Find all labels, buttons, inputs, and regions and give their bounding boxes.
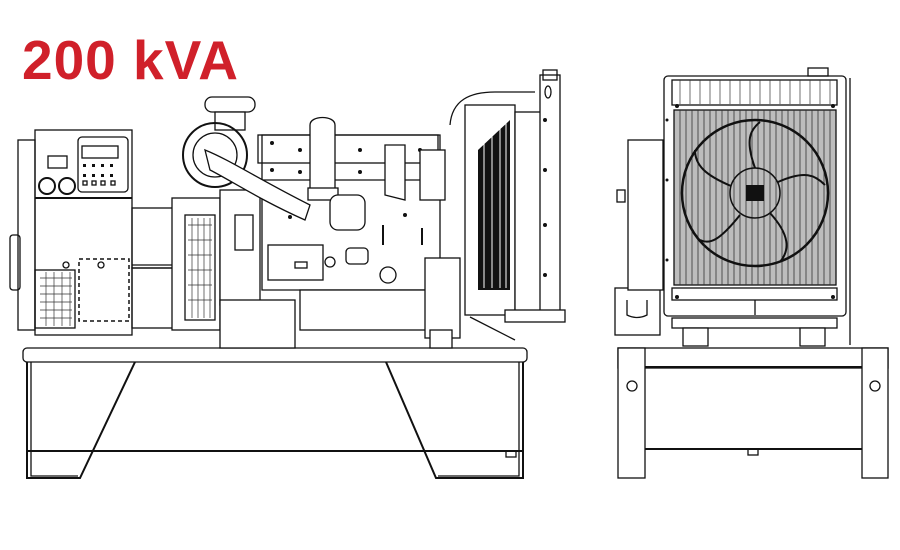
power-rating-title: 200 kVA xyxy=(22,29,239,91)
alternator-coupling xyxy=(131,197,221,331)
side-bracket xyxy=(9,139,36,331)
air-filter xyxy=(182,96,446,231)
radiator-side xyxy=(449,69,566,341)
base-frame xyxy=(22,347,528,479)
control-panel xyxy=(34,129,133,336)
